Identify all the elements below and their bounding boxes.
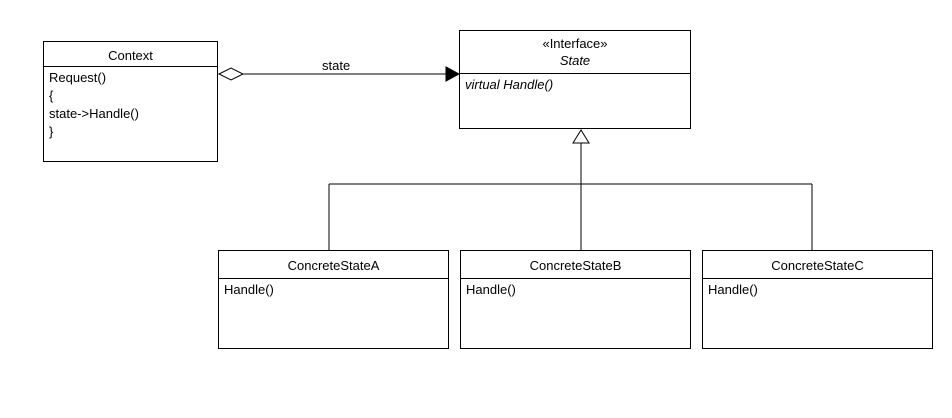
class-operations: Handle() — [219, 279, 448, 299]
operation-line: Handle() — [466, 282, 516, 297]
association-label: state — [322, 58, 351, 73]
inheritance-triangle — [572, 129, 590, 144]
class-name: ConcreteStateA — [287, 258, 380, 273]
aggregation-association — [217, 66, 461, 82]
class-header: Context — [44, 42, 217, 67]
operation-line: Handle() — [708, 282, 758, 297]
class-name: State — [559, 53, 591, 68]
operation-line: state->Handle() — [49, 106, 139, 121]
class-header: ConcreteStateA — [219, 251, 448, 279]
stereotype-label: «Interface» — [542, 36, 608, 51]
class-header: ConcreteStateC — [703, 251, 932, 279]
concrete-state-a-class[interactable]: ConcreteStateA Handle() — [218, 250, 449, 349]
state-interface[interactable]: «Interface» State virtual Handle() — [459, 30, 691, 129]
navigability-arrowhead — [445, 66, 461, 82]
generalization-tree — [328, 129, 813, 250]
class-operations: Handle() — [461, 279, 690, 299]
class-operations: virtual Handle() — [460, 74, 690, 94]
class-operations: Request() { state->Handle() } — [44, 67, 217, 141]
operation-line: Handle() — [224, 282, 274, 297]
class-name: ConcreteStateC — [771, 258, 864, 273]
concrete-state-b-class[interactable]: ConcreteStateB Handle() — [460, 250, 691, 349]
context-class[interactable]: Context Request() { state->Handle() } — [43, 41, 218, 162]
operation-line: Request() — [49, 70, 107, 85]
operation-line: } — [49, 124, 54, 139]
concrete-state-c-class[interactable]: ConcreteStateC Handle() — [702, 250, 933, 349]
class-header: ConcreteStateB — [461, 251, 690, 279]
class-header: «Interface» State — [460, 31, 690, 74]
class-operations: Handle() — [703, 279, 932, 299]
class-name: ConcreteStateB — [529, 258, 622, 273]
class-name: Context — [108, 48, 153, 63]
aggregation-diamond — [217, 67, 245, 81]
operation-line: virtual Handle() — [465, 77, 554, 92]
operation-line: { — [49, 88, 54, 103]
